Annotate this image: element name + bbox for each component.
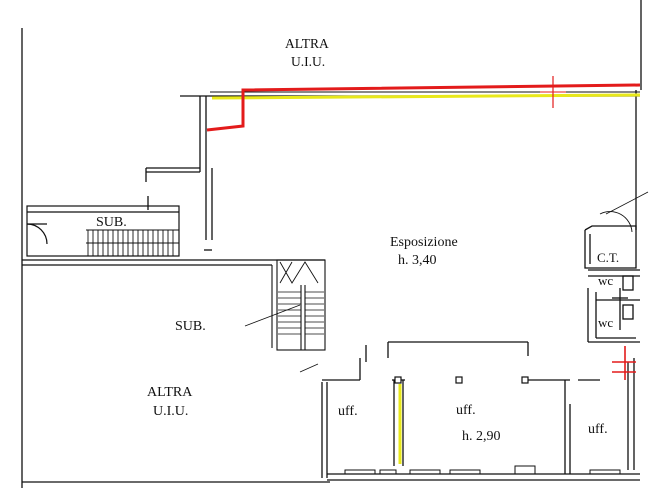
top-wall	[180, 76, 641, 132]
central-staircase	[244, 259, 326, 373]
yellow-highlight-top	[211, 93, 641, 100]
red-highlight-right	[612, 346, 636, 380]
middle-wall	[22, 259, 325, 266]
label-sub-left: SUB.	[96, 215, 127, 230]
red-highlight-top	[206, 83, 641, 132]
upper-left-walls	[145, 96, 213, 251]
sub-room-left	[26, 205, 180, 257]
label-uff-right: uff.	[588, 422, 608, 437]
outer-walls	[21, 0, 642, 488]
label-esposizione-height: h. 3,40	[398, 253, 437, 268]
label-uff-center: uff.	[456, 403, 476, 418]
label-wc-2: wc	[598, 315, 613, 330]
label-altra-top: ALTRA	[285, 36, 329, 51]
label-uiu-bottom: U.I.U.	[153, 404, 188, 419]
office-walls	[321, 341, 640, 481]
label-sub-center: SUB.	[175, 319, 206, 334]
label-uff-center-height: h. 2,90	[462, 429, 501, 444]
label-esposizione: Esposizione	[390, 235, 458, 250]
bottom-windows	[344, 465, 621, 474]
label-altra-bottom: ALTRA	[147, 385, 193, 400]
label-uff-left: uff.	[338, 404, 358, 419]
right-service-rooms	[584, 191, 649, 343]
columns	[394, 376, 529, 384]
label-ct: C.T.	[597, 250, 619, 265]
label-wc-1: wc	[598, 273, 613, 288]
label-uiu-top: U.I.U.	[291, 54, 325, 69]
